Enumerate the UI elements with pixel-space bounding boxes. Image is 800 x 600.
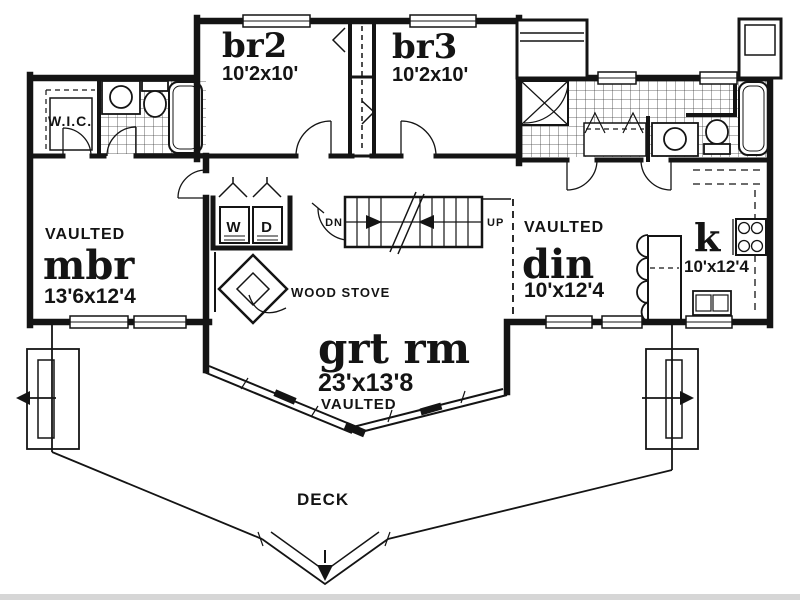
chimney-bumpout (515, 18, 589, 80)
prow-vertex-post (343, 421, 367, 438)
kitchen-hall-door (640, 159, 672, 191)
great-room-label: grt rm (318, 324, 470, 373)
hall-bath-fixtures (520, 80, 769, 157)
washer (219, 206, 250, 244)
wic-label: W.I.C. (48, 113, 92, 129)
kitchen-fixtures (636, 169, 767, 323)
toilet-bowl (143, 90, 167, 118)
bedroom3-door (400, 120, 437, 157)
hall-vanity (583, 122, 647, 157)
corner-chimney (737, 17, 783, 80)
walk-in-closet-shelving (45, 89, 95, 151)
mullion-posts (273, 389, 443, 416)
master-bath-door (106, 126, 137, 157)
scan-edge-shadow (0, 594, 800, 600)
bedroom2-dims: 10'2x10' (222, 63, 298, 85)
stairs-up-label: UP (487, 217, 504, 229)
closet-shelf (49, 97, 93, 151)
staircase: DN UP (311, 191, 514, 318)
shower-door-arc (523, 84, 569, 124)
bath2-tub-inner (742, 85, 765, 152)
wood-stove-body (217, 253, 289, 325)
washer-label: W (226, 219, 241, 236)
room-labels: br2 10'2x10' br3 10'2x10' W.I.C. VAULTED… (43, 26, 749, 509)
stairs-down-label: DN (325, 217, 343, 229)
burner (750, 221, 764, 235)
dryer-label: D (261, 219, 273, 236)
stair-break-line (389, 191, 425, 255)
burner (737, 239, 751, 253)
appliance-detail-lines (224, 235, 278, 241)
bifold-doors (218, 177, 282, 198)
deck (16, 325, 699, 586)
partition-walls (97, 19, 737, 162)
dining-dims: 10'x12'4 (524, 279, 604, 302)
bath2-toilet-tank (703, 143, 731, 155)
burner (750, 239, 764, 253)
mbr-dims: 13'6x12'4 (44, 285, 136, 308)
deck-stairs-left-inner (37, 359, 55, 439)
deck-stairs-right (645, 348, 699, 450)
bedroom2-door (295, 120, 332, 157)
dryer (252, 206, 283, 244)
chimney-detail-lines (520, 32, 584, 42)
kitchen-label: k (694, 215, 721, 260)
breakfast-bar-counter (647, 235, 682, 323)
wood-stove: WOOD STOVE (214, 252, 390, 325)
bedroom3-label: br3 (392, 27, 457, 67)
bedroom2-closet-door-mark (331, 27, 346, 53)
step-end-ticks (257, 531, 391, 547)
deck-label: DECK (297, 490, 349, 509)
left-exit-arrow (16, 391, 30, 405)
bath2-sink (663, 127, 687, 151)
master-bedroom-door (177, 169, 207, 199)
dining-vaulted-label: VAULTED (524, 219, 604, 236)
great-room-vaulted-label: VAULTED (321, 396, 397, 413)
bedroom3-dims: 10'2x10' (392, 64, 468, 86)
kitchen-dims: 10'x12'4 (684, 257, 749, 276)
dining-label: din (522, 241, 594, 288)
stair-door-arc (311, 202, 347, 241)
chimney-bumpouts (515, 17, 783, 80)
toilet-tank (141, 80, 169, 92)
closet-rod-dashed (45, 89, 95, 150)
dining-hall-door (566, 159, 598, 191)
burner (737, 221, 751, 235)
mbr-vaulted-label: VAULTED (45, 226, 125, 243)
kitchen-sink-basin (712, 294, 729, 312)
bedroom2-label: br2 (222, 26, 287, 66)
bath2-toilet-bowl (705, 119, 729, 145)
double-door-swing-marks (584, 111, 644, 134)
stair-arrow-down (366, 215, 382, 229)
prow-window-wall (203, 365, 508, 438)
window-symbol (69, 14, 738, 329)
deck-front-steps-outer (261, 538, 389, 586)
windows (69, 14, 738, 329)
wood-stove-pointer (248, 294, 287, 314)
laundry-closet: W D (210, 177, 293, 251)
wic-door (62, 127, 92, 157)
door-swings (62, 27, 672, 199)
bedroom3-closet-door-mark (361, 100, 376, 125)
laundry-walls (210, 195, 293, 251)
kitchen-sink-basin (695, 294, 712, 312)
corner-chimney-inner (744, 24, 776, 56)
shower-x-mark (520, 80, 569, 126)
sink-basin (109, 85, 133, 109)
closet-walls (348, 75, 376, 158)
deck-edge (51, 451, 673, 540)
great-room-dims: 23'x13'8 (318, 369, 413, 397)
mbr-label: mbr (43, 242, 135, 289)
front-exit-arrow (317, 565, 333, 581)
stair-arrow-up (418, 215, 434, 229)
window-ticks (240, 377, 466, 423)
bar-stools (636, 234, 649, 323)
right-exit-arrow (680, 391, 694, 405)
wood-stove-label: WOOD STOVE (291, 285, 390, 300)
wood-stove-inner (235, 271, 271, 307)
